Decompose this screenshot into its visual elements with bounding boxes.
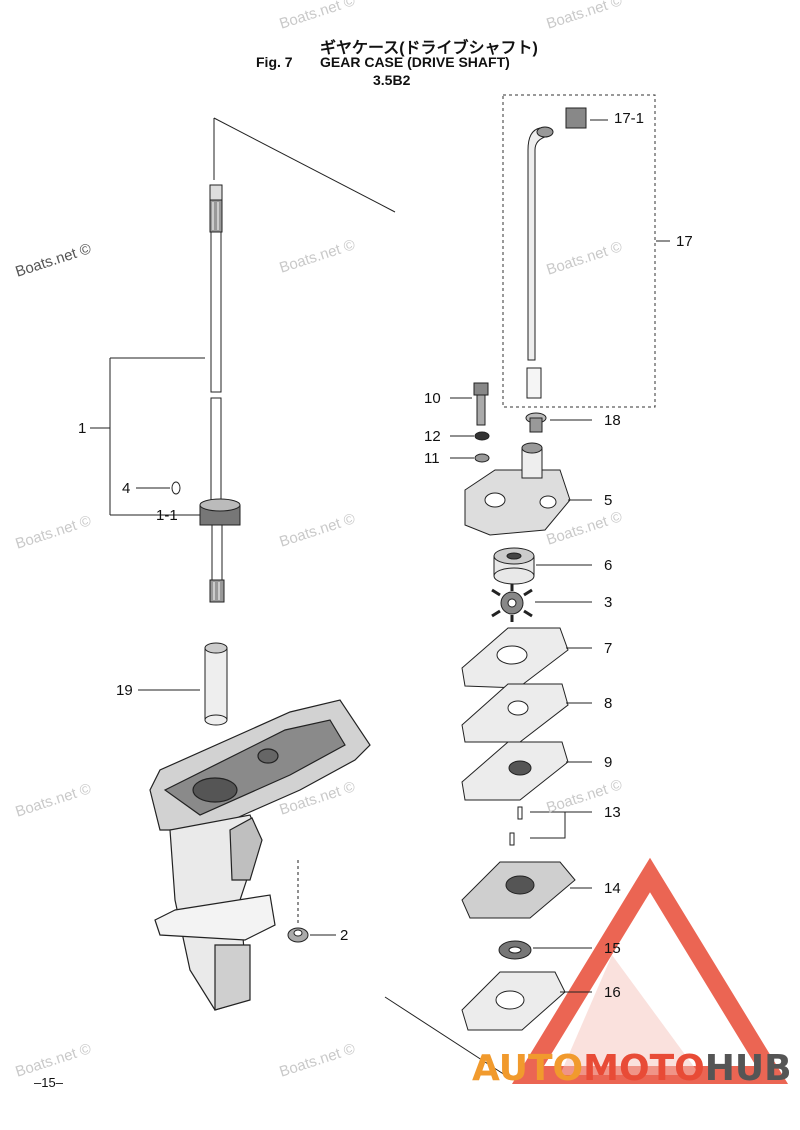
callout-11: 11 <box>424 450 440 467</box>
nut-part-2 <box>287 860 336 943</box>
callout-18: 18 <box>604 412 621 429</box>
model-label: 3.5B2 <box>373 72 411 88</box>
liner-part-6 <box>493 547 592 585</box>
callout-3: 3 <box>604 594 613 611</box>
figure-label: Fig. 7 <box>256 54 293 70</box>
automotohub-logo: AUTOMOTOHUB <box>472 1048 792 1089</box>
pin-part-4 <box>171 481 181 495</box>
washer-part-12 <box>474 431 490 441</box>
callout-16: 16 <box>604 984 621 1001</box>
pipe-part-19 <box>138 642 228 726</box>
reference-line-top <box>213 117 396 213</box>
callout-19: 19 <box>116 682 133 699</box>
callout-7: 7 <box>604 640 613 657</box>
reference-line-bottom <box>384 996 506 1076</box>
callout-4: 4 <box>122 480 131 497</box>
callout-17-1: 17-1 <box>614 110 645 127</box>
washer-part-11 <box>474 453 490 463</box>
callout-8: 8 <box>604 695 613 712</box>
callout-13: 13 <box>604 804 621 821</box>
bolt-part-10 <box>473 382 489 396</box>
callout-10: 10 <box>424 390 441 407</box>
plate-part-14 <box>461 861 592 919</box>
pump-housing-part-5 <box>464 442 592 536</box>
callout-1: 1 <box>78 420 87 437</box>
kit-17-dashed-box <box>502 94 656 408</box>
callout-5: 5 <box>604 492 613 509</box>
callout-12: 12 <box>424 428 441 445</box>
impeller-part-3 <box>491 584 592 622</box>
water-tube-part-17 <box>526 107 670 399</box>
callout-2: 2 <box>340 927 349 944</box>
callout-17: 17 <box>676 233 693 250</box>
drive-shaft-part <box>199 184 241 603</box>
gear-case-housing <box>149 699 371 1011</box>
callout-14: 14 <box>604 880 621 897</box>
title-japanese: ギヤケース(ドライブシャフト) <box>320 40 538 57</box>
grommet-part-18 <box>525 412 592 433</box>
callout-9: 9 <box>604 754 613 771</box>
title-english: GEAR CASE (DRIVE SHAFT) <box>320 54 510 70</box>
gasket-parts <box>461 627 592 801</box>
logo-triangle-mark <box>511 857 789 1084</box>
callout-1-1: 1-1 <box>156 507 178 524</box>
gasket-part-16 <box>461 971 592 1031</box>
seal-part-15 <box>498 940 592 960</box>
page-number: –15– <box>34 1075 63 1090</box>
pin-parts-13 <box>509 806 592 846</box>
callout-15: 15 <box>604 940 621 957</box>
callout-6: 6 <box>604 557 613 574</box>
